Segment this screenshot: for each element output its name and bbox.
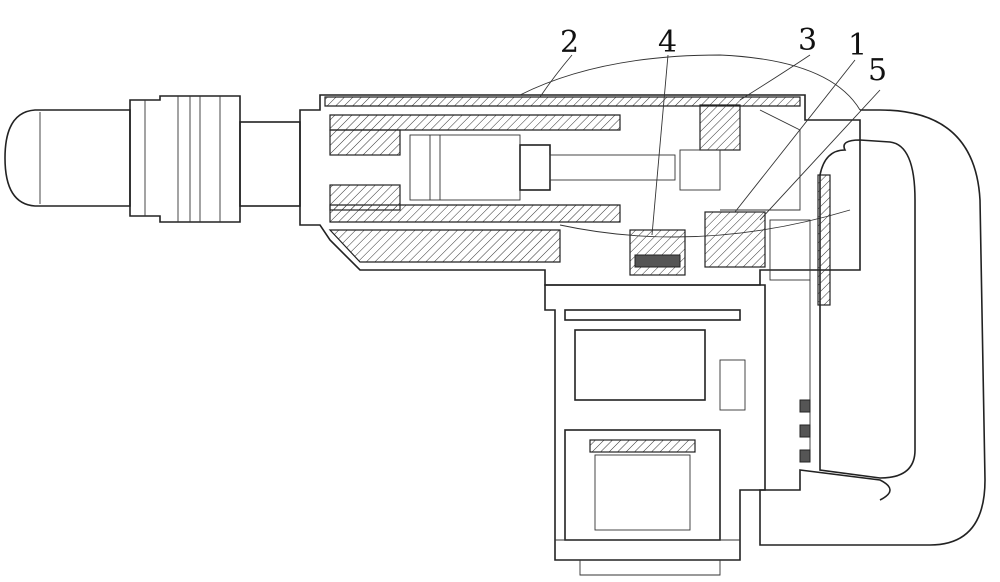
main-housing [300,95,860,285]
chuck-collar [130,96,240,222]
spindle-shaft [240,122,300,206]
label-5: 5 [868,53,887,88]
label-4: 4 [658,25,677,60]
motor-housing [545,285,765,575]
label-1: 1 [848,28,867,63]
tool-bit [5,110,130,206]
handle [760,110,985,545]
label-2: 2 [560,25,579,60]
label-3: 3 [798,23,817,58]
